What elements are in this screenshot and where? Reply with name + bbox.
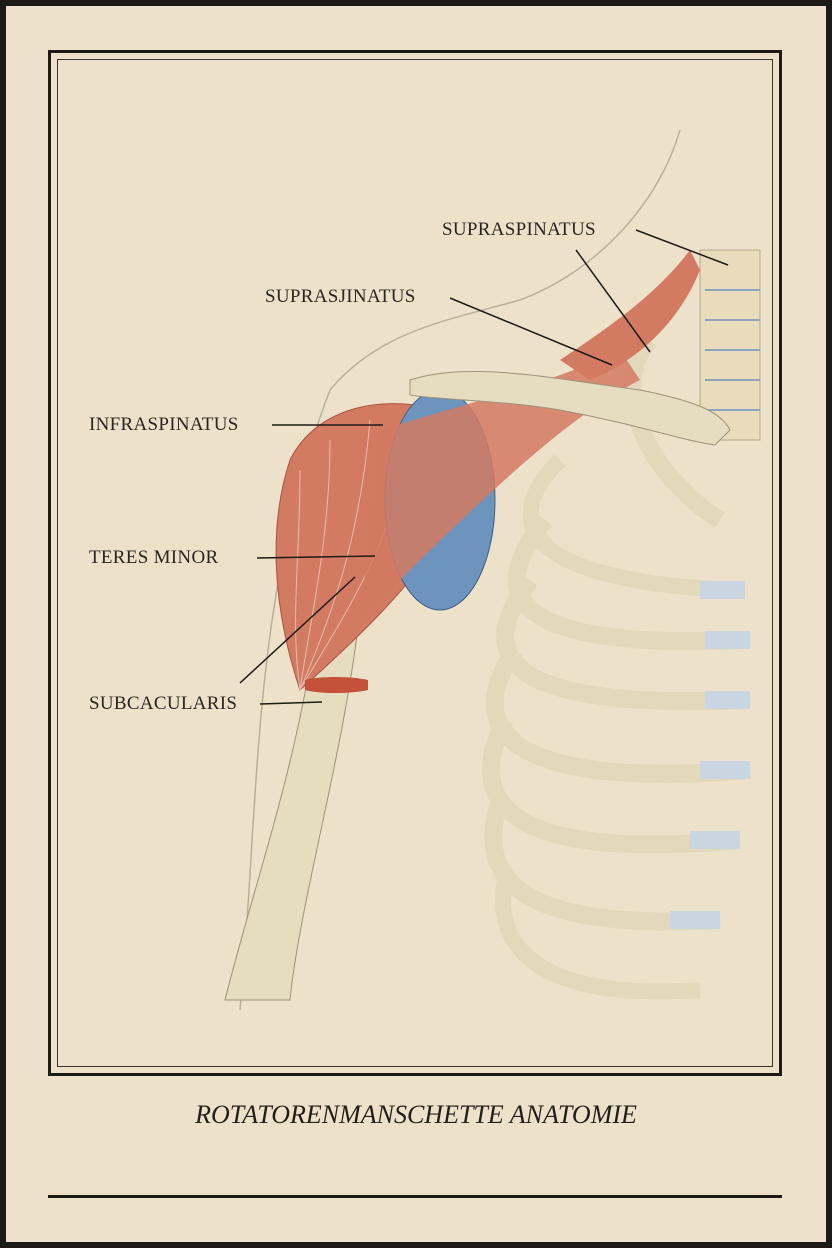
humerus [224,599,361,1001]
clavicle [409,370,731,446]
tendon-insertion [305,677,368,693]
supraspinatus-muscle [560,250,700,380]
body-outline [239,129,681,1011]
inner-frame [57,59,773,1067]
rotator-cuff-muscle [360,350,640,620]
label-supraspinatus-top: SUPRASPINATUS [442,219,596,240]
spine [699,249,761,441]
label-subscapularis: SUBCACULARIS [89,693,238,714]
label-teres-minor: TERES MINOR [89,547,219,568]
label-supraspinatus-mid: SUPRASJINATUS [265,286,416,307]
rib-cage [482,454,751,1000]
label-infraspinatus: INFRASPINATUS [89,414,239,435]
paper-background [6,6,826,1242]
leader-lines [239,229,729,705]
bottom-rule [48,1195,782,1198]
figure-title: ROTATORENMANSCHETTE ANATOMIE [195,1100,637,1129]
outer-frame [48,50,782,1076]
